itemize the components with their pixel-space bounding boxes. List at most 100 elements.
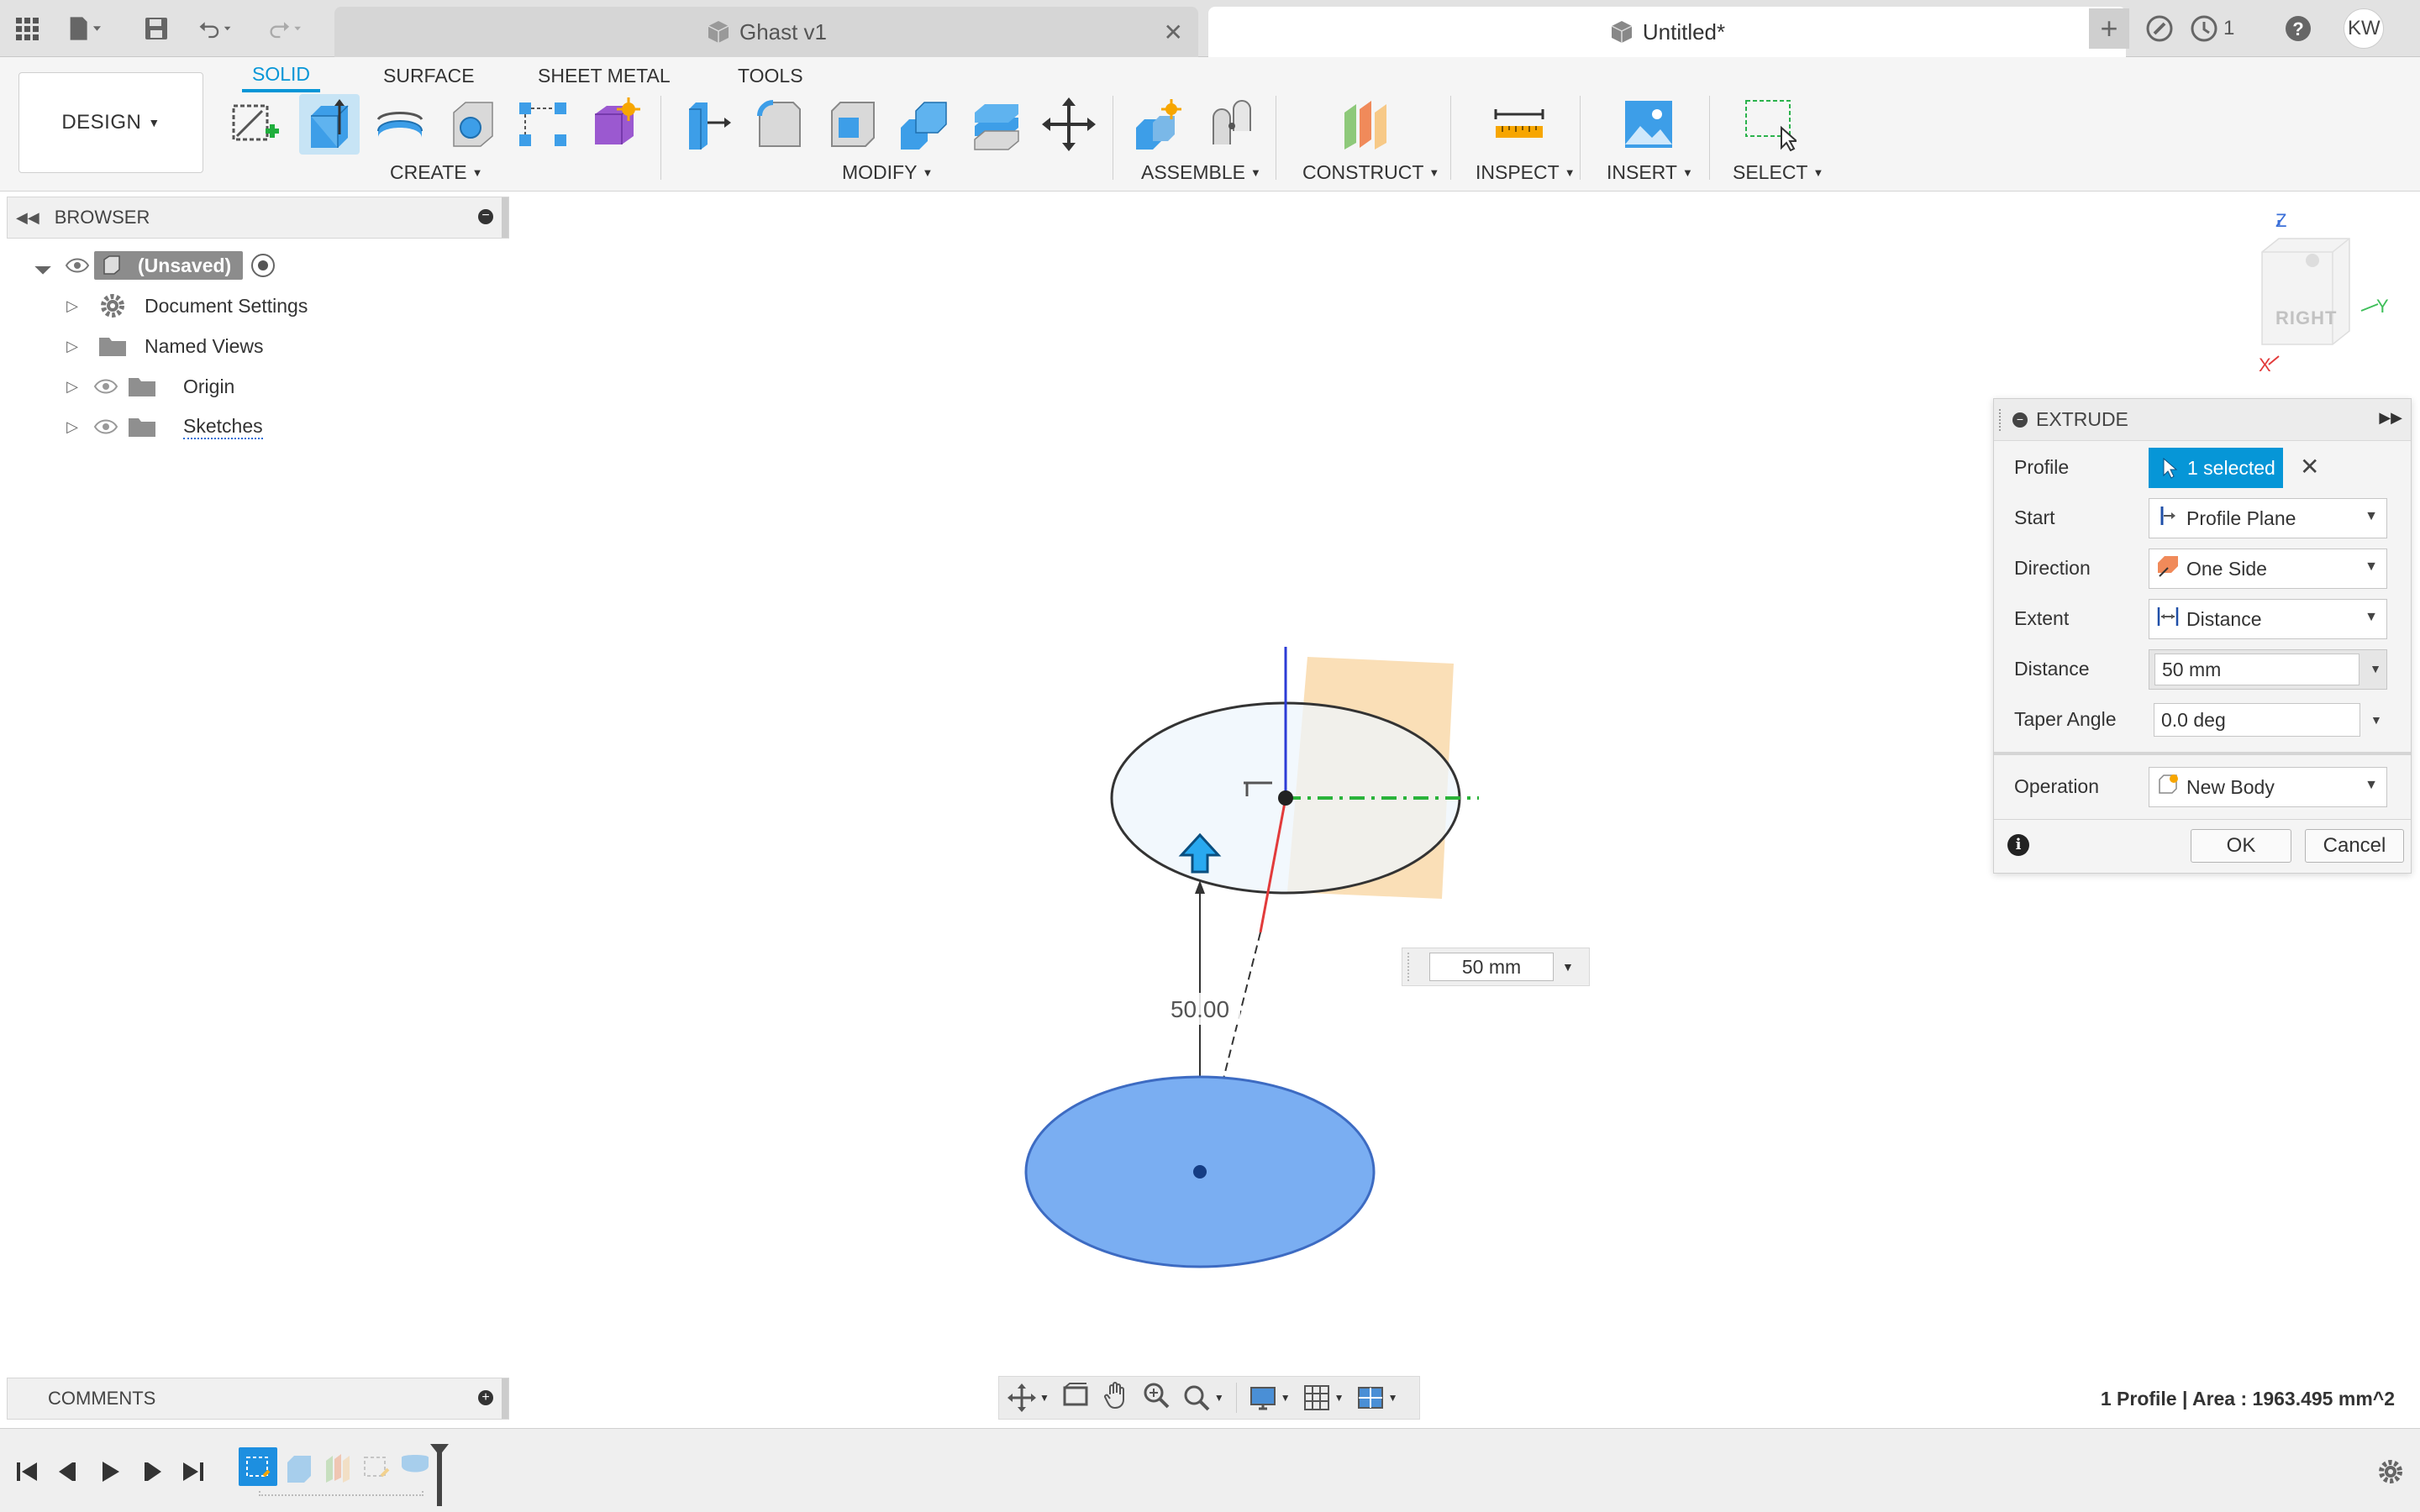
minimize-panel-icon[interactable]: − bbox=[478, 209, 493, 224]
chevron-down-icon[interactable]: ▼ bbox=[2370, 662, 2381, 675]
expand-arrow-icon[interactable]: ▷ bbox=[66, 337, 78, 354]
press-pull-icon[interactable] bbox=[676, 94, 736, 155]
construct-menu[interactable]: CONSTRUCT▼ bbox=[1302, 160, 1439, 185]
collapse-dialog-icon[interactable]: − bbox=[2012, 412, 2028, 428]
extrude-header[interactable]: − EXTRUDE ▶▶ bbox=[1994, 399, 2411, 441]
grid-settings-icon[interactable]: ▼ bbox=[1302, 1383, 1344, 1412]
expand-arrow-icon[interactable]: ▷ bbox=[66, 297, 78, 314]
taper-angle-input[interactable]: 0.0 deg bbox=[2154, 703, 2360, 737]
measure-icon[interactable] bbox=[1489, 94, 1549, 155]
origin-point[interactable] bbox=[1278, 790, 1293, 806]
comments-panel-header[interactable]: COMMENTS + bbox=[7, 1378, 509, 1420]
select-window-icon[interactable] bbox=[1739, 94, 1800, 155]
extensions-icon[interactable] bbox=[2141, 10, 2178, 47]
expand-arrow-icon[interactable]: ▷ bbox=[66, 417, 78, 435]
visibility-eye-icon[interactable] bbox=[89, 418, 123, 435]
drag-handle-icon[interactable] bbox=[1407, 953, 1423, 981]
joint-icon[interactable] bbox=[1202, 94, 1262, 155]
go-to-end-icon[interactable] bbox=[180, 1459, 205, 1489]
orbit-icon[interactable]: ▼ bbox=[1007, 1383, 1050, 1412]
user-avatar[interactable]: KW bbox=[2344, 8, 2385, 49]
operation-select[interactable]: New Body ▼ bbox=[2149, 767, 2387, 807]
chevron-down-icon[interactable]: ▼ bbox=[2370, 713, 2382, 727]
save-icon[interactable] bbox=[139, 12, 173, 45]
combine-icon[interactable] bbox=[894, 94, 955, 155]
clear-selection-icon[interactable]: ✕ bbox=[2300, 454, 2320, 480]
display-settings-icon[interactable]: ▼ bbox=[1249, 1383, 1291, 1412]
select-menu[interactable]: SELECT▼ bbox=[1733, 160, 1823, 185]
browser-item-origin[interactable]: ▷ Origin bbox=[55, 370, 234, 403]
undo-icon[interactable] bbox=[198, 12, 232, 45]
drag-handle-icon[interactable] bbox=[1999, 408, 2002, 431]
go-to-start-icon[interactable] bbox=[15, 1459, 40, 1489]
pan-hand-icon[interactable] bbox=[1102, 1381, 1130, 1415]
step-forward-icon[interactable] bbox=[138, 1459, 163, 1489]
browser-item-document-settings[interactable]: ▷ Document Settings bbox=[55, 289, 308, 323]
cancel-button[interactable]: Cancel bbox=[2305, 829, 2404, 863]
visibility-eye-icon[interactable] bbox=[60, 257, 94, 274]
browser-item-named-views[interactable]: ▷ Named Views bbox=[55, 329, 263, 363]
chevron-down-icon[interactable]: ▼ bbox=[1562, 960, 1574, 974]
timeline-sketch-feature[interactable] bbox=[239, 1447, 277, 1486]
info-icon[interactable]: i bbox=[2007, 834, 2029, 856]
zoom-window-icon[interactable]: ▼ bbox=[1182, 1383, 1224, 1412]
tab-sheet-metal[interactable]: SHEET METAL bbox=[538, 64, 671, 87]
redo-icon[interactable] bbox=[267, 12, 301, 45]
expand-dialog-icon[interactable]: ▶▶ bbox=[2379, 409, 2402, 426]
activate-radio-icon[interactable] bbox=[251, 254, 276, 277]
file-menu-icon[interactable] bbox=[67, 12, 101, 45]
distance-field[interactable]: 50 mm ▼ bbox=[2149, 649, 2387, 690]
collapse-panel-icon[interactable]: ◀◀ bbox=[16, 208, 39, 226]
pattern-icon[interactable] bbox=[513, 94, 573, 155]
offset-face-icon[interactable] bbox=[966, 94, 1027, 155]
distance-value-input[interactable]: 50 mm bbox=[2154, 654, 2360, 685]
help-icon[interactable]: ? bbox=[2280, 10, 2317, 47]
distance-input-widget[interactable]: 50 mm ▼ bbox=[1402, 948, 1590, 986]
create-form-icon[interactable] bbox=[585, 94, 645, 155]
expand-arrow-icon[interactable]: ◢ bbox=[34, 255, 55, 276]
caret-down-icon[interactable]: ▼ bbox=[1039, 1392, 1050, 1404]
profile-center-point[interactable] bbox=[1193, 1165, 1207, 1179]
caret-down-icon[interactable]: ▼ bbox=[1334, 1392, 1344, 1404]
caret-down-icon[interactable]: ▼ bbox=[1213, 1392, 1224, 1404]
timeline-marker-head[interactable] bbox=[430, 1444, 449, 1456]
workspace-switcher[interactable]: DESIGN ▼ bbox=[18, 72, 203, 173]
caret-down-icon[interactable]: ▼ bbox=[1280, 1392, 1291, 1404]
expand-arrow-icon[interactable]: ▷ bbox=[66, 377, 78, 395]
tab-surface[interactable]: SURFACE bbox=[383, 64, 475, 87]
tab-tools[interactable]: TOOLS bbox=[738, 64, 803, 87]
tab-ghast[interactable]: Ghast v1 ✕ bbox=[334, 7, 1198, 57]
expand-panel-icon[interactable]: + bbox=[478, 1390, 493, 1405]
insert-menu[interactable]: INSERT▼ bbox=[1607, 160, 1693, 185]
modify-menu[interactable]: MODIFY▼ bbox=[842, 160, 933, 185]
caret-down-icon[interactable]: ▼ bbox=[1387, 1392, 1398, 1404]
timeline-marker[interactable] bbox=[437, 1444, 442, 1506]
distance-manipulator-arrow[interactable] bbox=[1178, 832, 1222, 874]
move-copy-icon[interactable] bbox=[1039, 94, 1099, 155]
viewcube[interactable]: Z X Y RIGHT bbox=[2235, 202, 2403, 386]
timeline-body-feature[interactable] bbox=[398, 1451, 432, 1484]
viewcube-face-label[interactable]: RIGHT bbox=[2275, 307, 2338, 328]
direction-select[interactable]: One Side ▼ bbox=[2149, 549, 2387, 589]
create-sketch-icon[interactable] bbox=[225, 94, 286, 155]
timeline-extrude-feature[interactable] bbox=[282, 1451, 316, 1484]
profile-selection-button[interactable]: 1 selected bbox=[2149, 448, 2283, 488]
new-tab-icon[interactable]: + bbox=[2089, 8, 2129, 49]
create-menu[interactable]: CREATE▼ bbox=[390, 160, 482, 185]
visibility-eye-icon[interactable] bbox=[89, 378, 123, 395]
hole-icon[interactable] bbox=[442, 94, 502, 155]
viewports-icon[interactable]: ▼ bbox=[1356, 1383, 1398, 1412]
timeline-settings-gear-icon[interactable] bbox=[2376, 1457, 2405, 1491]
resize-handle[interactable] bbox=[502, 197, 508, 238]
browser-item-sketches[interactable]: ▷ Sketches bbox=[55, 410, 263, 444]
app-grid-icon[interactable] bbox=[10, 12, 44, 45]
distance-input[interactable]: 50 mm bbox=[1429, 953, 1554, 981]
start-select[interactable]: Profile Plane ▼ bbox=[2149, 498, 2387, 538]
timeline-plane-feature[interactable] bbox=[321, 1451, 355, 1484]
look-at-icon[interactable] bbox=[1061, 1381, 1090, 1415]
offset-plane-icon[interactable] bbox=[1334, 94, 1395, 155]
browser-root[interactable]: ◢ (Unsaved) bbox=[27, 249, 276, 282]
extrude-icon[interactable] bbox=[299, 94, 360, 155]
tab-untitled[interactable]: Untitled* ✕ bbox=[1208, 7, 2126, 57]
job-status[interactable]: 1 bbox=[2190, 14, 2234, 43]
